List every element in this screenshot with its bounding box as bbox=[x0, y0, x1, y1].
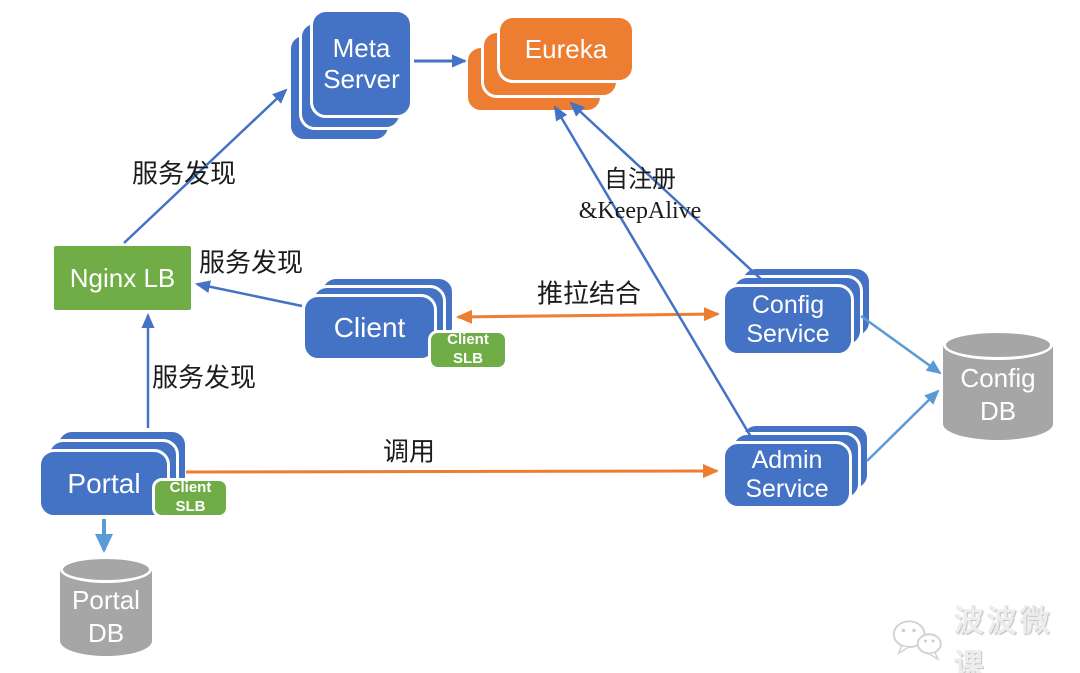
portal-node: Portal bbox=[38, 429, 188, 518]
portal-db-label: Portal DB bbox=[72, 585, 140, 648]
eureka-box: Eureka bbox=[497, 15, 635, 83]
meta-server-node: Meta Server bbox=[288, 9, 413, 142]
portal-slb-badge: Client SLB bbox=[152, 478, 229, 518]
admin-service-box: Admin Service bbox=[722, 441, 852, 509]
portal-slb-line1: Client bbox=[169, 479, 212, 497]
edge-client-config-pushpull bbox=[456, 307, 720, 324]
edge-portal-to-admin-invoke bbox=[185, 464, 719, 479]
watermark: 波波微课 bbox=[890, 596, 1080, 673]
edge-admin-to-eureka bbox=[553, 105, 753, 438]
portal-db-node: Portal DB bbox=[60, 556, 152, 656]
eureka-node: Eureka bbox=[465, 15, 635, 113]
nginx-lb-label: Nginx LB bbox=[69, 262, 176, 293]
eureka-label: Eureka bbox=[524, 33, 608, 64]
edge-client-to-nginx bbox=[195, 280, 303, 308]
label-invoke: 调用 bbox=[382, 437, 436, 467]
admin-service-label: Admin Service bbox=[745, 445, 829, 504]
meta-server-box: Meta Server bbox=[310, 9, 413, 118]
cylinder-body bbox=[60, 569, 152, 656]
client-slb-line2: SLB bbox=[453, 350, 483, 367]
client-box: Client bbox=[302, 294, 437, 361]
cylinder-top bbox=[943, 330, 1053, 360]
client-node: Client bbox=[302, 276, 455, 361]
client-label: Client bbox=[333, 311, 406, 343]
config-service-label: Config Service bbox=[746, 290, 830, 349]
label-service-discovery-mid: 服务发现 bbox=[198, 248, 304, 278]
label-self-register-keepalive: 自注册 &KeepAlive bbox=[578, 166, 702, 224]
admin-service-node: Admin Service bbox=[722, 423, 870, 509]
wechat-icon bbox=[892, 620, 942, 661]
edge-admin-to-configdb bbox=[866, 389, 940, 462]
edge-config-to-configdb bbox=[860, 314, 942, 375]
portal-label: Portal bbox=[67, 467, 141, 499]
nginx-lb-node: Nginx LB bbox=[54, 246, 191, 310]
config-service-box: Config Service bbox=[722, 284, 854, 356]
portal-slb-line2: SLB bbox=[175, 498, 206, 515]
label-service-discovery-bottom: 服务发现 bbox=[151, 363, 257, 393]
config-db-node: Config DB bbox=[943, 330, 1053, 440]
client-slb-line1: Client bbox=[447, 331, 489, 349]
config-db-label: Config DB bbox=[960, 363, 1036, 426]
portal-box: Portal bbox=[38, 449, 170, 518]
watermark-text: 波波微课 bbox=[953, 605, 1053, 673]
client-slb-badge: Client SLB bbox=[428, 330, 508, 370]
label-service-discovery-top: 服务发现 bbox=[131, 159, 237, 189]
cylinder-body bbox=[943, 344, 1053, 440]
config-service-node: Config Service bbox=[722, 266, 872, 356]
label-push-pull: 推拉结合 bbox=[536, 279, 642, 309]
cylinder-top bbox=[60, 556, 152, 583]
meta-server-label: Meta Server bbox=[323, 32, 400, 94]
